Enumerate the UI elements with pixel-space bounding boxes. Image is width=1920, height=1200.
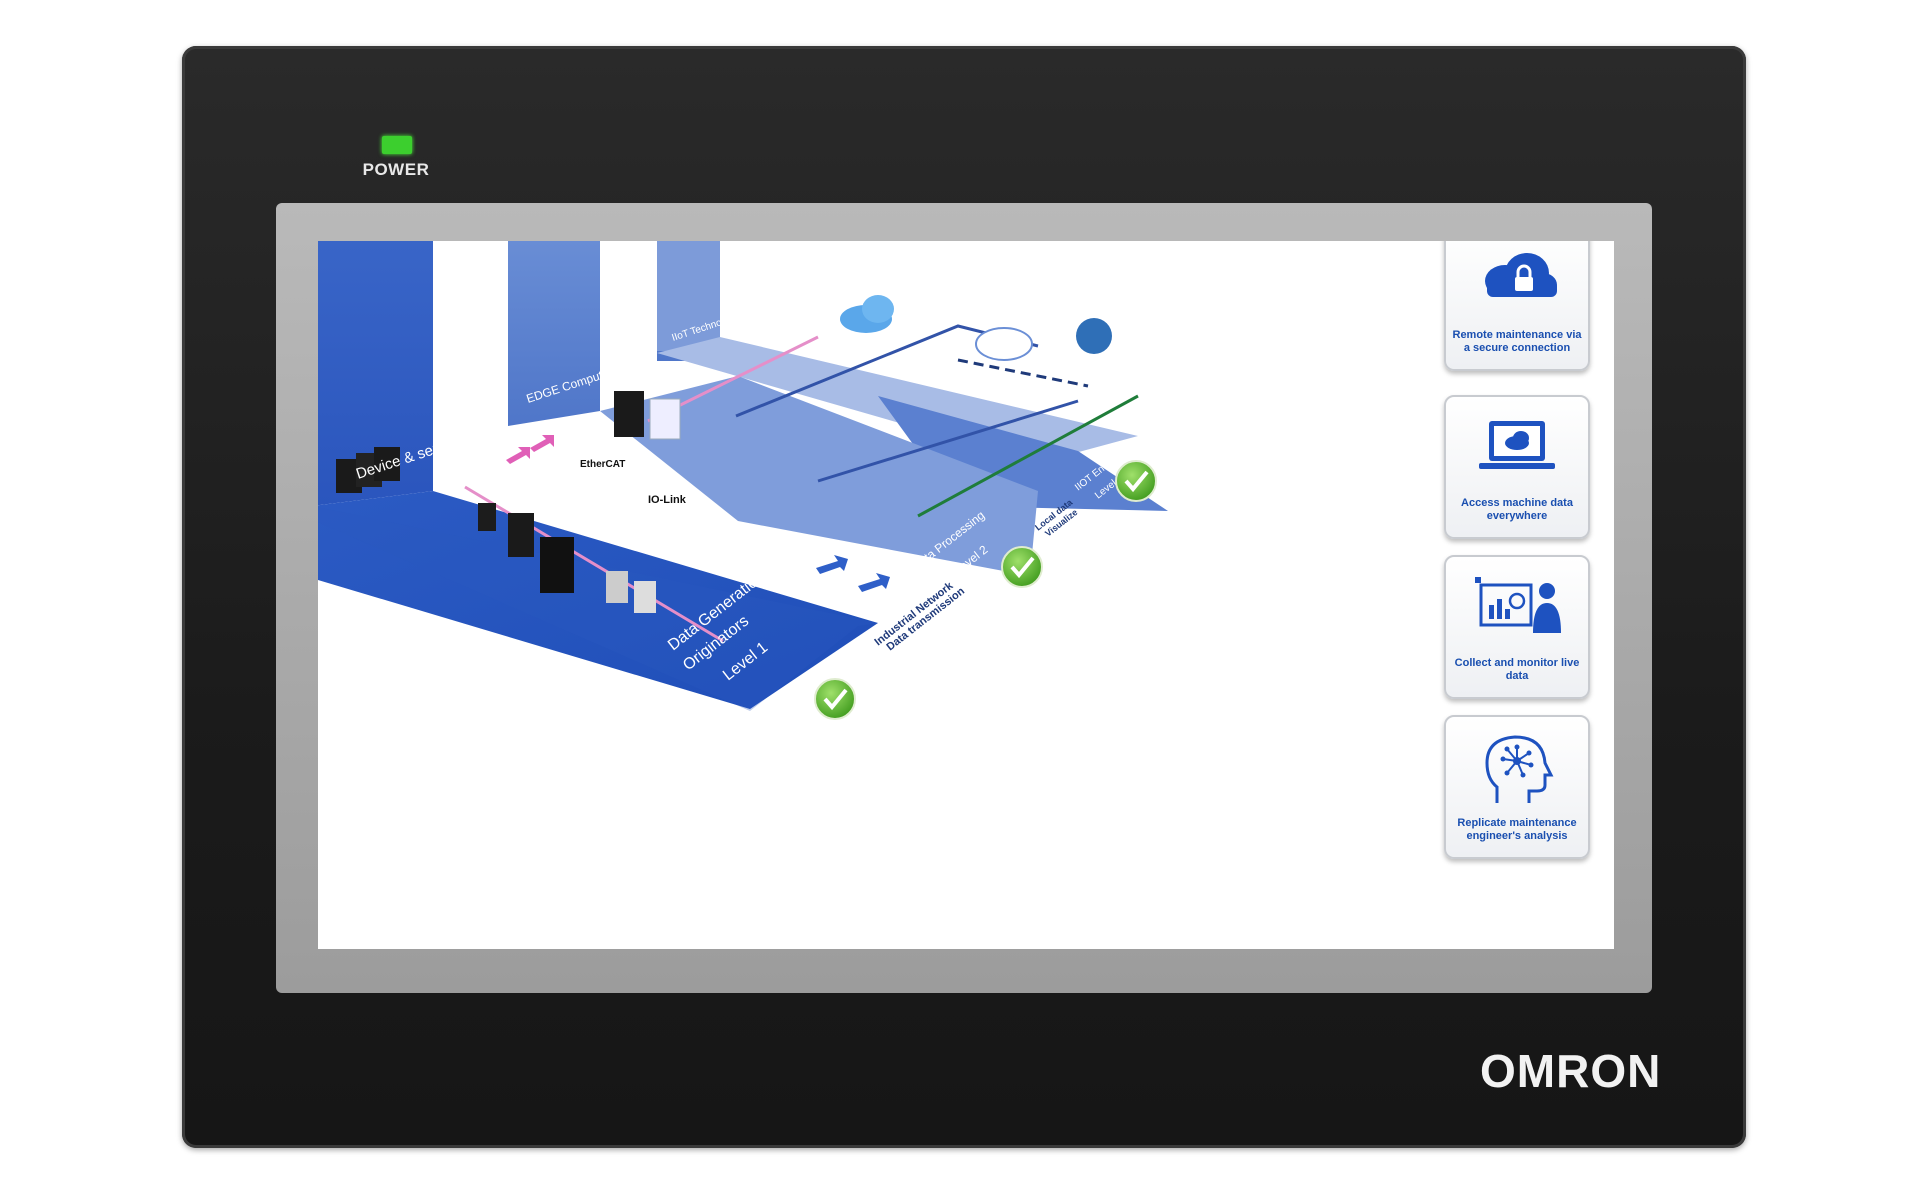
level3-back-strip <box>657 337 1138 463</box>
edge-column <box>508 241 600 426</box>
tile-remote-maintenance[interactable]: Remote maintenance via a secure connecti… <box>1444 241 1590 371</box>
brand-logo-text: OMRON <box>1480 1045 1662 1097</box>
down-arrow-icon <box>816 555 848 574</box>
tile-collect-monitor[interactable]: Collect and monitor live data <box>1444 555 1590 699</box>
tile-label: Collect and monitor live data <box>1454 657 1580 682</box>
iolink-label: IO-Link <box>648 494 687 506</box>
head-network-icon <box>1485 735 1554 803</box>
ethercat-label: EtherCAT <box>580 459 625 470</box>
level1-check-icon <box>814 678 856 720</box>
level3-check-icon <box>1115 460 1157 502</box>
tile-label: Remote maintenance via a secure connecti… <box>1452 329 1582 354</box>
tile-access-data[interactable]: Access machine data everywhere <box>1444 395 1590 539</box>
laptop-cloud-icon <box>1479 421 1555 469</box>
controller-devices <box>336 391 681 613</box>
tile-label: Replicate maintenance engineer's analysi… <box>1457 817 1577 842</box>
down-arrow-icon <box>858 573 890 592</box>
up-arrow-icon <box>530 435 554 452</box>
pink-fieldbus-line <box>464 485 724 643</box>
power-label: POWER <box>362 160 430 179</box>
iiot-column <box>657 241 720 351</box>
level2-check-icon <box>1001 546 1043 588</box>
iiot-levels-diagram: Device & sensor Level EDGE Computing IIo… <box>318 241 1168 720</box>
power-led-indicator <box>382 136 412 154</box>
tile-replicate-analysis[interactable]: Replicate maintenance engineer's analysi… <box>1444 715 1590 859</box>
monitor-person-icon <box>1475 577 1561 633</box>
network-strip <box>433 473 928 601</box>
touch-screen[interactable]: Device & sensor Level EDGE Computing IIo… <box>318 241 1614 949</box>
cloud-lock-icon <box>1485 253 1557 297</box>
level2-floor <box>600 376 1038 576</box>
cloud-icon <box>840 295 894 333</box>
dashed-remote-link <box>957 358 1089 388</box>
secure-cloud-icon <box>975 327 1033 361</box>
device-sensor-column <box>318 241 433 506</box>
green-network-line <box>917 394 1139 518</box>
up-arrow-icon <box>506 447 530 464</box>
globe-icon <box>1076 318 1112 354</box>
level1-floor <box>318 491 878 709</box>
tile-label: Access machine data everywhere <box>1461 497 1573 522</box>
